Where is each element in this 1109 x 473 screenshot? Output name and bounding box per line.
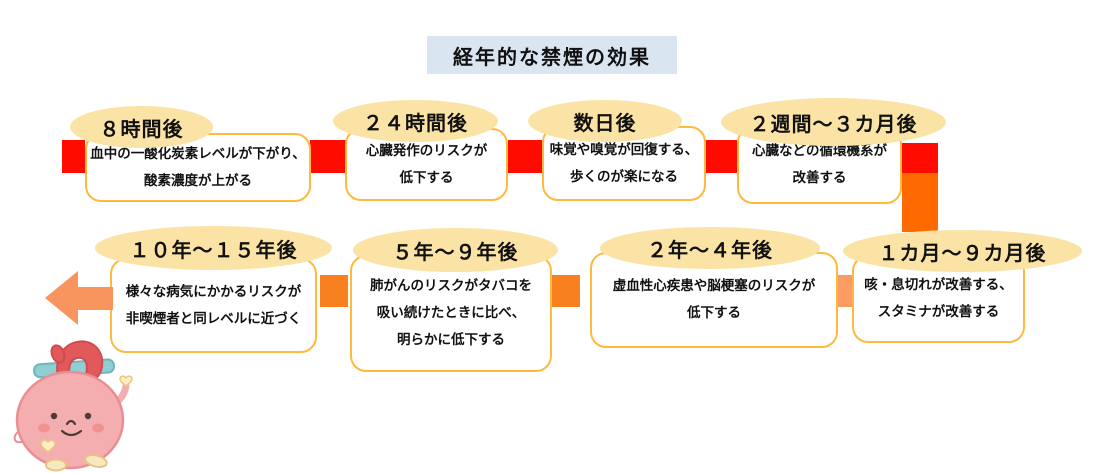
stage-text: 歩くのが楽になる xyxy=(570,168,678,185)
flow-connector-3-4 xyxy=(705,140,737,173)
stage-label-2w-3m: ２週間～３カ月後 xyxy=(721,98,946,146)
flow-connector-down-orange xyxy=(902,173,938,232)
stage-text: 吸い続けたときに比べ、 xyxy=(376,305,526,321)
stage-label-10y-15y: １０年～１５年後 xyxy=(95,226,332,270)
stage-text: 明らかに低下する xyxy=(397,332,505,348)
stage-label-2y-4y: ２年～４年後 xyxy=(600,227,820,269)
flow-connector-2-3 xyxy=(508,140,542,173)
stage-text: 改善する xyxy=(792,170,847,186)
flow-end-left-arrow-icon xyxy=(45,271,113,325)
stage-text: 血中の一酸化炭素レベルが下がり、 xyxy=(90,145,306,162)
flow-connector-start xyxy=(62,140,85,173)
stage-label-5y-9y: ５年～９年後 xyxy=(353,228,558,272)
stage-text: 心臓発作のリスクが xyxy=(365,142,488,159)
flow-connector-5-6 xyxy=(838,275,852,307)
stage-text: 酸素濃度が上がる xyxy=(144,172,252,189)
stage-text: 虚血性心疾患や脳梗塞のリスクが xyxy=(612,278,816,294)
flow-connector-6-7 xyxy=(552,275,580,307)
stage-label-8hours: ８時間後 xyxy=(70,106,213,148)
stage-label-1m-9m: １カ月～９カ月後 xyxy=(843,230,1082,272)
stage-text: 味覚や嗅覚が回復する、 xyxy=(549,141,699,158)
stage-text: 非喫煙者と同レベルに近づく xyxy=(125,310,302,327)
flow-connector-1-2 xyxy=(310,140,348,173)
stage-label-24hours: ２４時間後 xyxy=(333,100,498,142)
stage-text: 低下する xyxy=(687,305,741,321)
stage-text: 低下する xyxy=(399,169,454,186)
flow-connector-4-down-red xyxy=(902,143,938,173)
stage-text: 心臓などの循環機系が xyxy=(752,143,887,159)
stage-text: スタミナが改善する xyxy=(877,304,1000,320)
page-title: 経年的な禁煙の効果 xyxy=(427,36,677,74)
stage-text: 様々な病気にかかるリスクが xyxy=(125,283,302,300)
stage-box-8hours: 血中の一酸化炭素レベルが下がり、 酸素濃度が上がる xyxy=(85,133,311,202)
stage-box-5y-9y: 肺がんのリスクがタバコを 吸い続けたときに比べ、 明らかに低下する xyxy=(350,255,552,372)
stage-box-10y-15y: 様々な病気にかかるリスクが 非喫煙者と同レベルに近づく xyxy=(110,258,317,353)
heart-mascot-icon xyxy=(13,340,133,472)
stage-text: 咳・息切れが改善する、 xyxy=(864,277,1013,293)
flow-connector-7-8 xyxy=(320,275,348,307)
stage-text: 肺がんのリスクがタバコを xyxy=(370,278,532,294)
stage-label-fewdays: 数日後 xyxy=(528,100,682,142)
